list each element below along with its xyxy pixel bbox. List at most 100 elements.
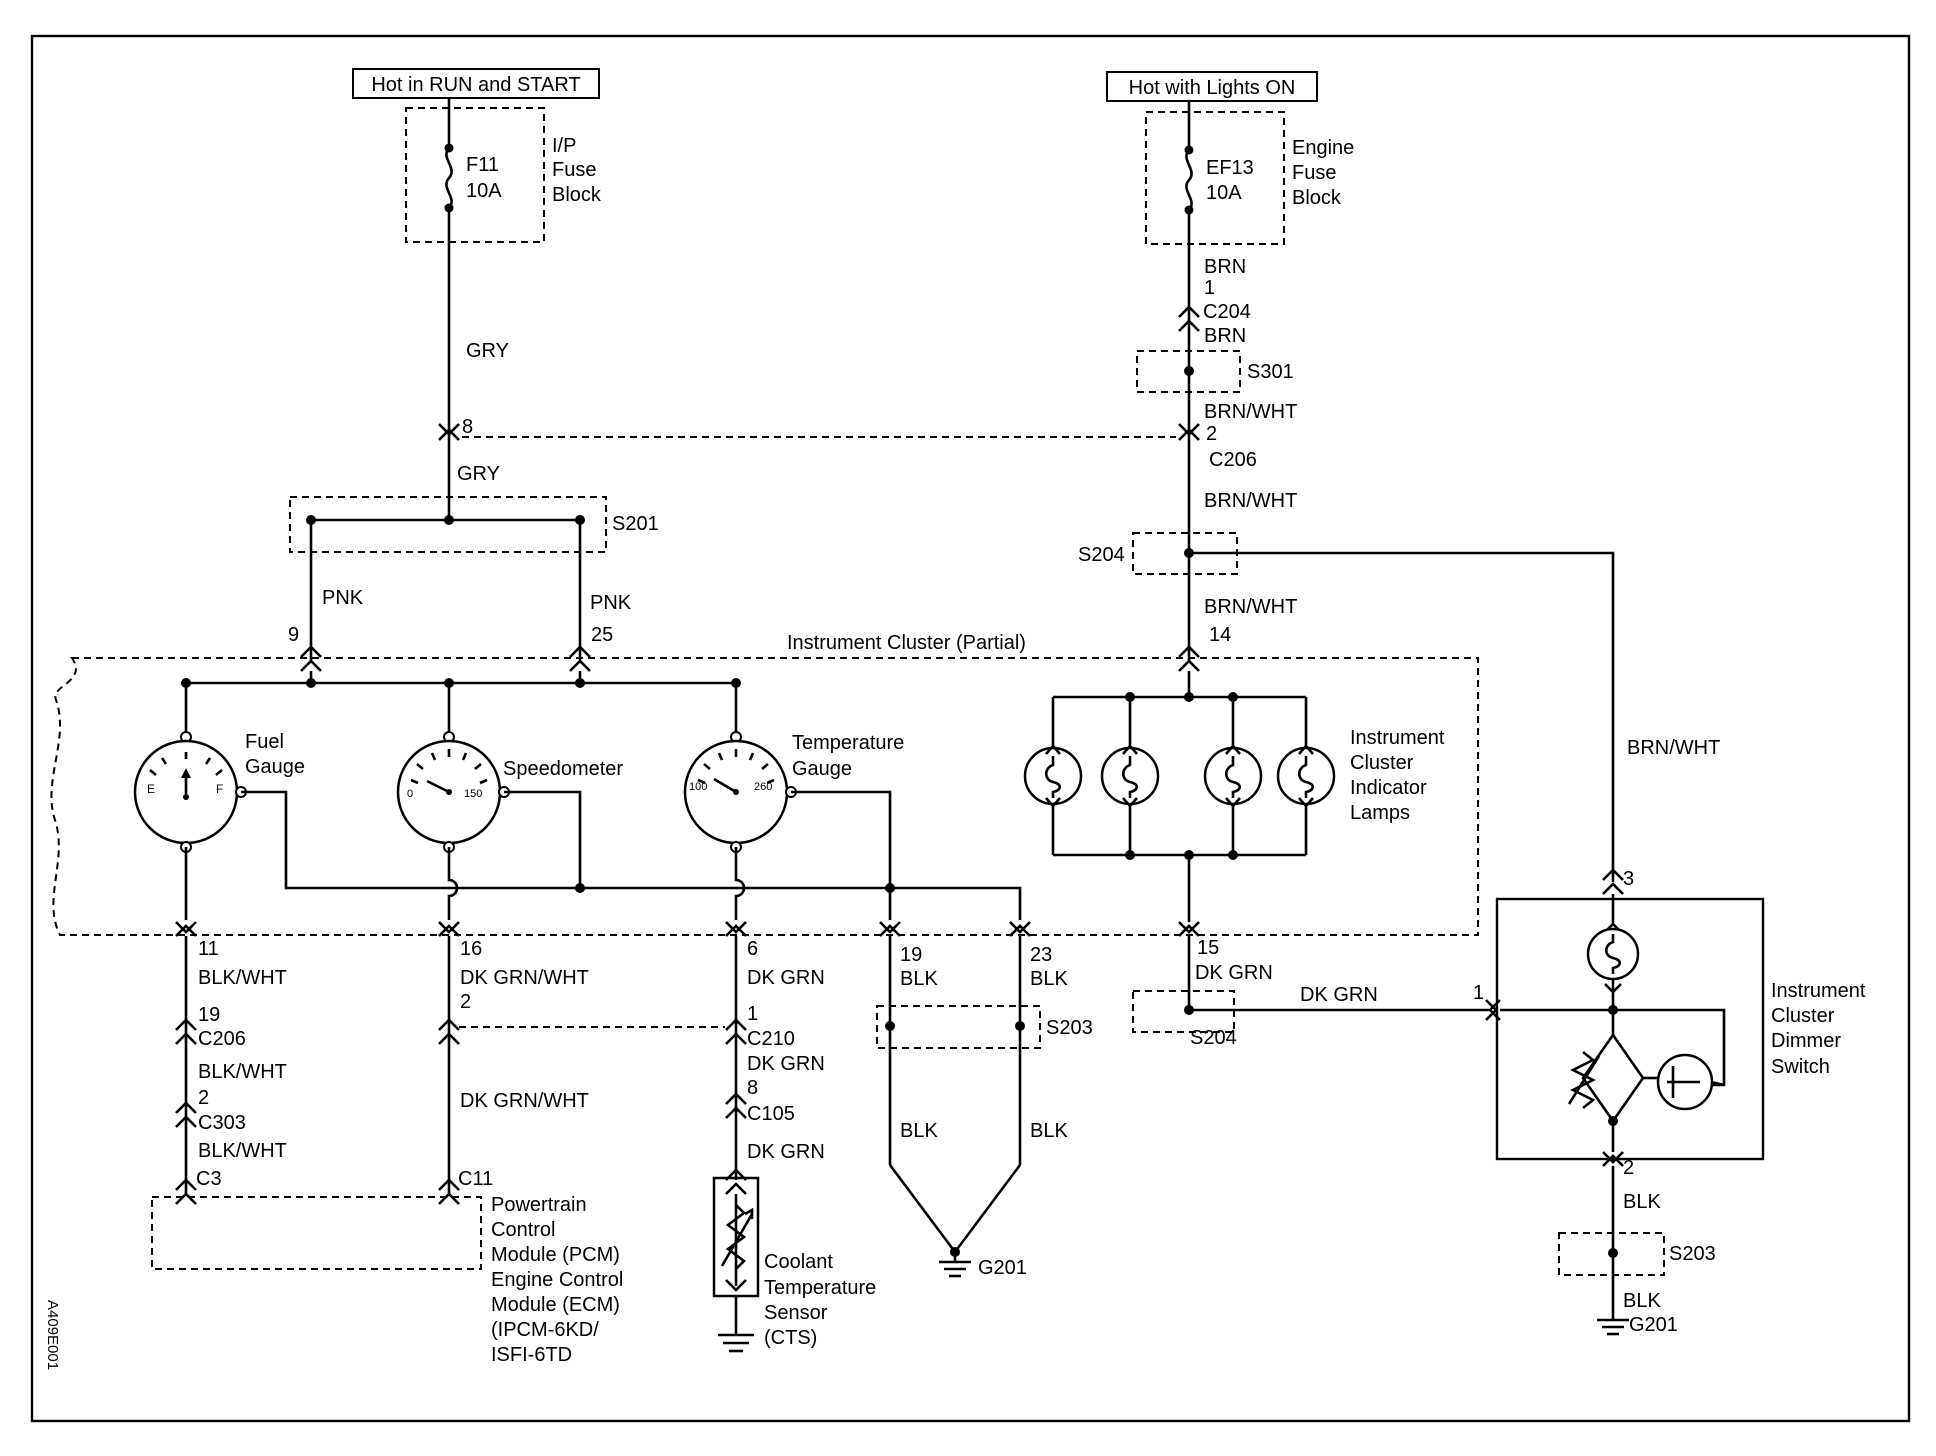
pin-label-15: 15 bbox=[1197, 937, 1219, 959]
svg-text:Fuse: Fuse bbox=[1292, 162, 1336, 184]
indicator-lamp-4 bbox=[1276, 697, 1336, 855]
connector-c206-pin8 bbox=[438, 423, 460, 441]
svg-text:Block: Block bbox=[552, 184, 602, 206]
svg-text:Switch: Switch bbox=[1771, 1056, 1830, 1078]
instrument-cluster-title: Instrument Cluster (Partial) bbox=[787, 632, 1026, 654]
wire-label-dk-grn-2: DK GRN bbox=[747, 1053, 825, 1075]
wire-label-blk-dimmer-2: BLK bbox=[1623, 1290, 1661, 1312]
wire-label-brn-2: BRN bbox=[1204, 325, 1246, 347]
wire-label-brn-wht-3: BRN/WHT bbox=[1204, 596, 1297, 618]
pin-label-14: 14 bbox=[1209, 624, 1231, 646]
connector-cluster-pin23 bbox=[1009, 921, 1031, 937]
fuse-ef13-rating: 10A bbox=[1206, 182, 1242, 204]
fuse-f11: F11 10A bbox=[405, 98, 545, 243]
wire-label-blk-19: BLK bbox=[900, 968, 938, 990]
ip-fuse-block-label: I/P Fuse Block bbox=[552, 135, 602, 206]
connector-c206-pin2-lower bbox=[438, 1018, 460, 1045]
connector-cluster-pin25 bbox=[569, 645, 591, 672]
connector-c303 bbox=[175, 1101, 197, 1128]
svg-text:Hot with Lights ON: Hot with Lights ON bbox=[1129, 77, 1296, 99]
svg-text:Block: Block bbox=[1292, 187, 1342, 209]
connector-c206-pin19 bbox=[175, 1018, 197, 1045]
cts-label: Coolant Temperature Sensor (CTS) bbox=[764, 1251, 876, 1349]
pin-label-c206-19: 19 bbox=[198, 1004, 220, 1026]
svg-text:Dimmer: Dimmer bbox=[1771, 1030, 1841, 1052]
connector-cluster-pin14 bbox=[1178, 645, 1200, 672]
speedometer-label: Speedometer bbox=[503, 758, 623, 780]
ground-g201-mid bbox=[939, 1252, 971, 1278]
pin-label-dimmer-2: 2 bbox=[1623, 1157, 1634, 1179]
pin-label-8: 8 bbox=[462, 416, 473, 438]
fuse-f11-rating: 10A bbox=[466, 180, 502, 202]
pin-label-c303-2: 2 bbox=[198, 1087, 209, 1109]
pin-label-dimmer-3: 3 bbox=[1623, 868, 1634, 890]
wire-label-blk-dimmer-1: BLK bbox=[1623, 1191, 1661, 1213]
connector-cts bbox=[725, 1168, 747, 1195]
pcm-module bbox=[151, 1196, 482, 1270]
temperature-gauge-label: Temperature Gauge bbox=[792, 732, 904, 780]
pin-label-16: 16 bbox=[460, 938, 482, 960]
wire-label-blk-wht-3: BLK/WHT bbox=[198, 1140, 287, 1162]
svg-text:Control: Control bbox=[491, 1219, 555, 1241]
svg-text:Hot in RUN and START: Hot in RUN and START bbox=[371, 74, 580, 96]
splice-label-s201: S201 bbox=[612, 513, 659, 535]
svg-text:Indicator: Indicator bbox=[1350, 777, 1427, 799]
power-source-lights-on: Hot with Lights ON bbox=[1106, 71, 1318, 102]
pin-label-23: 23 bbox=[1030, 944, 1052, 966]
svg-text:I/P: I/P bbox=[552, 135, 576, 157]
ground-label-g201-mid: G201 bbox=[978, 1257, 1027, 1279]
connector-label-c206-left: C206 bbox=[198, 1028, 246, 1050]
pin-label-dimmer-1: 1 bbox=[1473, 982, 1484, 1004]
splice-s203-right bbox=[1558, 1232, 1665, 1276]
splice-label-s204-lower: S204 bbox=[1190, 1027, 1237, 1049]
pin-label-25: 25 bbox=[591, 624, 613, 646]
connector-cluster-pin6 bbox=[725, 921, 747, 937]
splice-s204-lower bbox=[1132, 990, 1235, 1033]
connector-cluster-pin9 bbox=[300, 645, 322, 672]
connector-label-c210: C210 bbox=[747, 1028, 795, 1050]
connector-cluster-pin11 bbox=[175, 921, 197, 937]
pin-label-c206-2-lower: 2 bbox=[460, 991, 471, 1013]
wire-label-blk-wht-2: BLK/WHT bbox=[198, 1061, 287, 1083]
wire-label-gry: GRY bbox=[466, 340, 509, 362]
fuse-f11-name: F11 bbox=[466, 154, 499, 176]
connector-label-c204: C204 bbox=[1203, 301, 1251, 323]
connector-label-c303: C303 bbox=[198, 1112, 246, 1134]
svg-text:Module (ECM): Module (ECM) bbox=[491, 1294, 620, 1316]
fuel-gauge-e: E bbox=[147, 782, 155, 796]
diagram-frame bbox=[30, 34, 1911, 1423]
speedometer-max: 150 bbox=[464, 788, 482, 800]
connector-cluster-pin15 bbox=[1178, 921, 1200, 937]
svg-text:Engine: Engine bbox=[1292, 137, 1354, 159]
svg-text:Cluster: Cluster bbox=[1771, 1005, 1835, 1027]
connector-label-c3: C3 bbox=[196, 1168, 222, 1190]
wire-label-brn: BRN bbox=[1204, 256, 1246, 278]
pin-label-c210-1: 1 bbox=[747, 1003, 758, 1025]
splice-s301 bbox=[1136, 350, 1241, 393]
splice-s203-mid bbox=[876, 1005, 1041, 1049]
engine-fuse-block-label: Engine Fuse Block bbox=[1292, 137, 1354, 209]
fuel-gauge-f: F bbox=[216, 782, 223, 796]
svg-text:Instrument: Instrument bbox=[1350, 727, 1445, 749]
svg-text:Coolant: Coolant bbox=[764, 1251, 833, 1273]
dimmer-switch-label: Instrument Cluster Dimmer Switch bbox=[1771, 980, 1866, 1078]
svg-text:Lamps: Lamps bbox=[1350, 802, 1410, 824]
svg-text:Gauge: Gauge bbox=[245, 756, 305, 778]
pin-label-c105-8: 8 bbox=[747, 1077, 758, 1099]
cluster-ground-bus bbox=[241, 790, 1022, 920]
fuel-gauge-label: Fuel Gauge bbox=[245, 731, 305, 778]
indicator-lamps-label: Instrument Cluster Indicator Lamps bbox=[1350, 727, 1445, 824]
wire-label-blk-23: BLK bbox=[1030, 968, 1068, 990]
temperature-gauge: 100 260 bbox=[683, 731, 797, 853]
connector-pcm-c3 bbox=[175, 1178, 197, 1205]
ground-label-g201-right: G201 bbox=[1629, 1314, 1678, 1336]
wire-label-gry-lower: GRY bbox=[457, 463, 500, 485]
wire-label-dk-grn-dimmer: DK GRN bbox=[1300, 984, 1378, 1006]
indicator-lamp-1 bbox=[1023, 697, 1083, 855]
svg-text:Gauge: Gauge bbox=[792, 758, 852, 780]
splice-label-s301: S301 bbox=[1247, 361, 1294, 383]
connector-c206-pin2 bbox=[1178, 423, 1200, 441]
connector-c105 bbox=[725, 1092, 747, 1119]
wire-label-blk-left-lower: BLK bbox=[900, 1120, 938, 1142]
splice-label-s203-right: S203 bbox=[1669, 1243, 1716, 1265]
